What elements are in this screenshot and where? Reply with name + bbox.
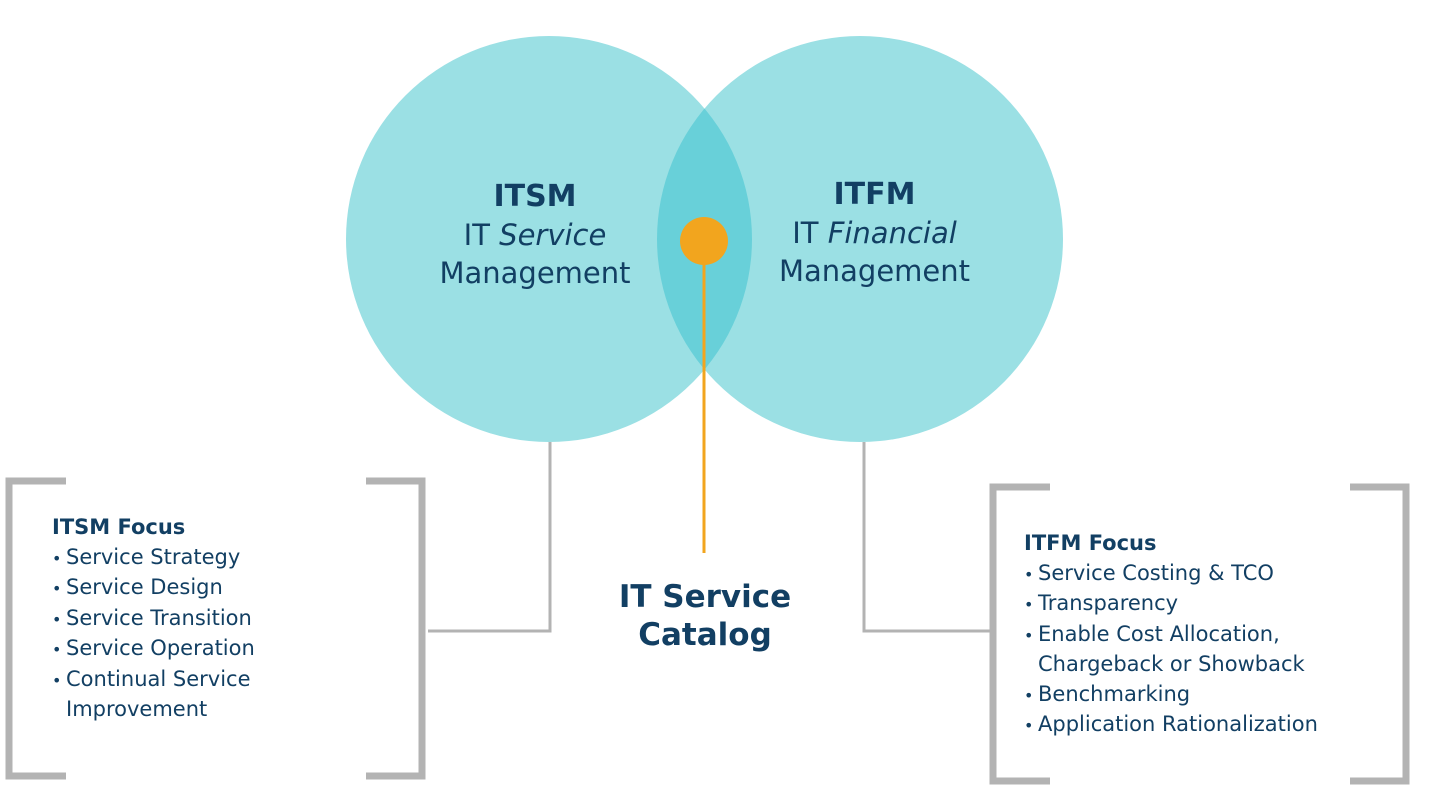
itsm-line2: Management [439, 256, 631, 290]
itfm-circle-label: ITFM IT Financial Management [742, 176, 1007, 290]
itfm-focus-item: Service Costing & TCO [1024, 559, 1404, 590]
itsm-line1-prefix: IT [463, 218, 500, 252]
itfm-focus-item: Enable Cost Allocation, Chargeback or Sh… [1024, 620, 1338, 680]
itsm-connector [428, 442, 552, 633]
itfm-circle [657, 36, 1063, 442]
itsm-focus-item: Service Design [52, 573, 402, 604]
itfm-line1-prefix: IT [792, 216, 828, 250]
itsm-focus-box: ITSM Focus Service Strategy Service Desi… [52, 513, 402, 725]
itsm-focus-title: ITSM Focus [52, 515, 186, 539]
itfm-focus-title: ITFM Focus [1024, 531, 1157, 555]
itsm-circle [346, 36, 752, 442]
itsm-focus-item: Service Strategy [52, 543, 402, 574]
itsm-line1: IT Service [400, 216, 670, 254]
itfm-focus-item: Benchmarking [1024, 680, 1404, 711]
itfm-focus-item: Transparency [1024, 589, 1404, 620]
catalog-title-line2: Catalog [638, 617, 772, 653]
itfm-line1: IT Financial [742, 214, 1007, 252]
itfm-focus-box: ITFM Focus Service Costing & TCO Transpa… [1024, 529, 1404, 741]
itsm-focus-item: Service Operation [52, 634, 402, 665]
itfm-bracket-right [1350, 483, 1410, 785]
itsm-focus-item: Continual Service Improvement [52, 665, 296, 725]
itfm-line1-emphasis: Financial [827, 216, 957, 250]
itfm-connector [862, 442, 992, 633]
itfm-bracket-left [989, 483, 1050, 785]
itsm-focus-list: Service Strategy Service Design Service … [52, 543, 402, 725]
itfm-abbr: ITFM [833, 177, 916, 212]
itfm-focus-item: Application Rationalization [1024, 710, 1404, 741]
itsm-abbr: ITSM [493, 179, 577, 214]
catalog-dot [680, 217, 728, 265]
itsm-circle-label: ITSM IT Service Management [400, 178, 670, 292]
catalog-title: IT Service Catalog [590, 578, 820, 654]
itsm-line1-emphasis: Service [499, 218, 607, 252]
itsm-bracket-left [5, 477, 66, 780]
itsm-bracket-right [366, 477, 426, 780]
itfm-line2: Management [778, 254, 971, 288]
catalog-title-line1: IT Service [618, 579, 792, 615]
itsm-focus-item: Service Transition [52, 604, 402, 635]
itfm-focus-list: Service Costing & TCO Transparency Enabl… [1024, 559, 1404, 741]
